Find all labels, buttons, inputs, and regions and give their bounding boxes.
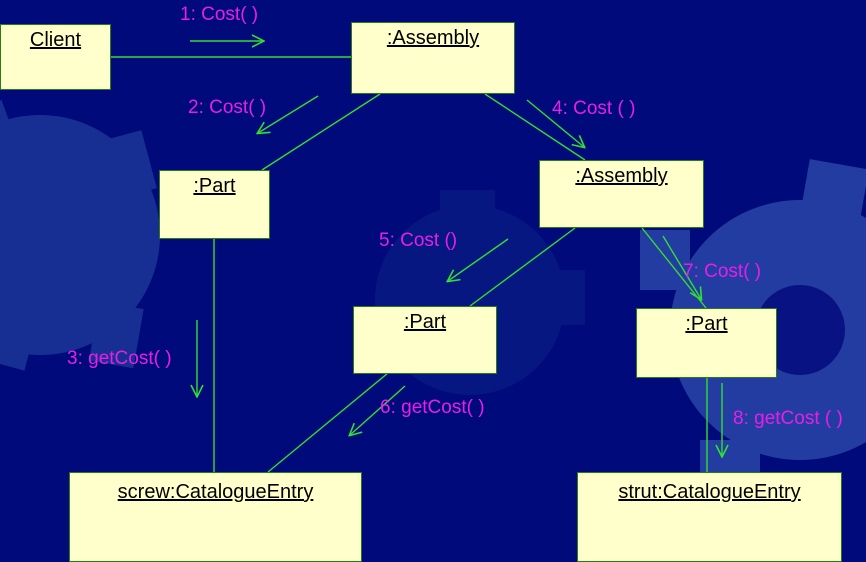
message-7: 7: Cost( )	[683, 261, 762, 282]
object-part-left-label: :Part	[193, 175, 236, 197]
message-5: 5: Cost ()	[379, 230, 458, 251]
object-client-label: Client	[29, 29, 82, 51]
link-assembly-assembly	[484, 93, 586, 161]
object-screw-entry-label: screw:CatalogueEntry	[117, 481, 314, 503]
message-6: 6: getCost( )	[380, 397, 485, 418]
object-part-mid-label: :Part	[403, 311, 447, 333]
arrow-m2	[258, 95, 319, 133]
object-assembly-top-label: :Assembly	[386, 27, 480, 49]
link-assembly-part-mid	[469, 227, 576, 307]
object-client[interactable]: Client	[0, 24, 111, 90]
link-assembly-part-left	[261, 93, 381, 171]
object-strut-entry-label: strut:CatalogueEntry	[618, 481, 801, 503]
object-part-left[interactable]: :Part	[159, 170, 270, 239]
object-part-mid[interactable]: :Part	[353, 306, 497, 374]
message-3: 3: getCost( )	[67, 348, 172, 369]
object-strut-entry[interactable]: strut:CatalogueEntry	[577, 472, 842, 562]
object-assembly-top[interactable]: :Assembly	[351, 22, 515, 94]
object-assembly-mid-label: :Assembly	[575, 165, 668, 187]
object-screw-entry[interactable]: screw:CatalogueEntry	[69, 472, 362, 562]
object-part-right-label: :Part	[685, 313, 728, 335]
object-assembly-mid[interactable]: :Assembly	[539, 160, 704, 228]
message-1: 1: Cost( )	[180, 4, 259, 25]
arrow-m7	[662, 235, 701, 299]
link-part-mid-screw	[267, 372, 389, 473]
arrow-m4	[526, 99, 584, 147]
object-part-right[interactable]: :Part	[636, 308, 777, 378]
gear-icon	[0, 100, 160, 371]
arrow-m5	[448, 238, 509, 281]
message-4: 4: Cost ( )	[552, 98, 636, 119]
message-2: 2: Cost( )	[188, 97, 267, 118]
arrow-m6	[350, 385, 406, 435]
message-8: 8: getCost ( )	[733, 408, 843, 429]
